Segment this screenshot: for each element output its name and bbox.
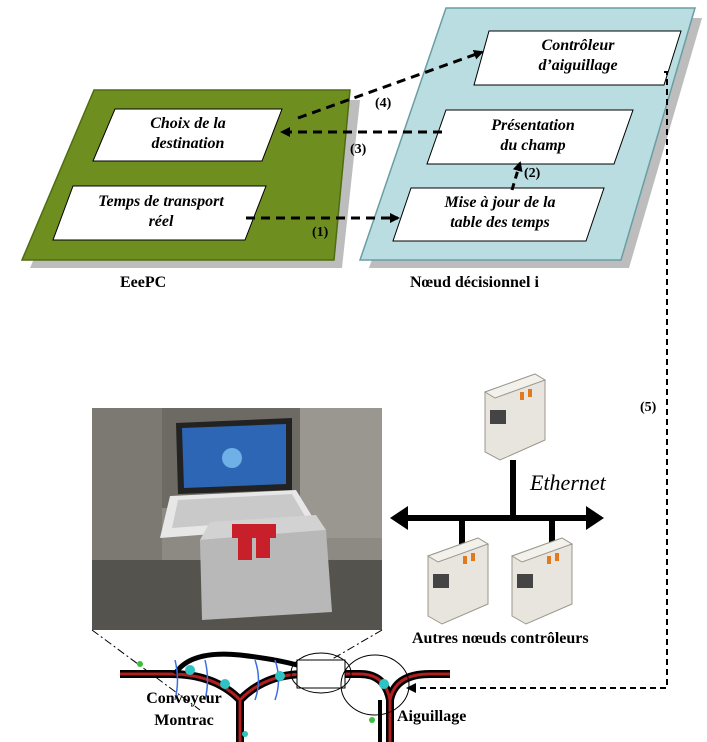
shuttle-circle (290, 652, 352, 694)
presentation-text: Présentation du champ (440, 116, 626, 156)
mise-line1: Mise à jour de la (444, 194, 556, 211)
arrow-2 (510, 161, 523, 191)
autres-noeuds-label: Autres nœuds contrôleurs (412, 630, 589, 647)
box-choix-destination (92, 108, 283, 162)
ethernet-arrow-left (390, 506, 408, 530)
convoyeur-label: Convoyeur Montrac (136, 688, 232, 732)
shuttle-rect (296, 659, 346, 689)
controller-device-right (510, 537, 574, 625)
mise-line2: table des temps (450, 214, 550, 231)
step-5-label: (5) (640, 400, 657, 415)
mise-a-jour-text: Mise à jour de la table des temps (404, 193, 596, 233)
step-3-label: (3) (350, 142, 367, 157)
eeepc-title: EeePC (120, 274, 167, 291)
ethernet-arrow-right (586, 506, 604, 530)
temps-line1: Temps de transport (98, 193, 224, 210)
controleur-line1: Contrôleur (541, 37, 615, 54)
node-title: Nœud décisionnel i (410, 274, 539, 291)
choix-destination-text: Choix de la destination (108, 114, 268, 154)
choix-line2: destination (151, 135, 225, 152)
aiguillage-circle (340, 654, 410, 716)
step-2-label: (2) (524, 166, 541, 181)
step-1-label: (1) (312, 225, 329, 240)
ethernet-label: Ethernet (530, 470, 606, 495)
step-4-label: (4) (375, 96, 392, 111)
aiguillage-label: Aiguillage (397, 708, 467, 725)
controller-device-top (483, 373, 547, 461)
arrow-4 (297, 49, 484, 120)
box-mise-a-jour (392, 187, 605, 242)
temps-line2: réel (148, 213, 174, 230)
temps-transport-text: Temps de transport réel (66, 192, 256, 232)
convoyeur-line1: Convoyeur (146, 690, 222, 707)
box-presentation-champ (426, 109, 634, 165)
presentation-line2: du champ (500, 137, 566, 154)
box-controleur-aiguillage (473, 30, 682, 86)
controleur-text: Contrôleur d’aiguillage (484, 36, 672, 76)
presentation-line1: Présentation (491, 117, 575, 134)
photo-eeepc-conveyor (92, 408, 382, 630)
convoyeur-line2: Montrac (154, 712, 214, 729)
controleur-line2: d’aiguillage (538, 57, 618, 74)
arrow-5 (406, 71, 668, 693)
box-temps-transport (52, 185, 267, 241)
controller-device-left (426, 537, 490, 625)
choix-line1: Choix de la (150, 115, 226, 132)
